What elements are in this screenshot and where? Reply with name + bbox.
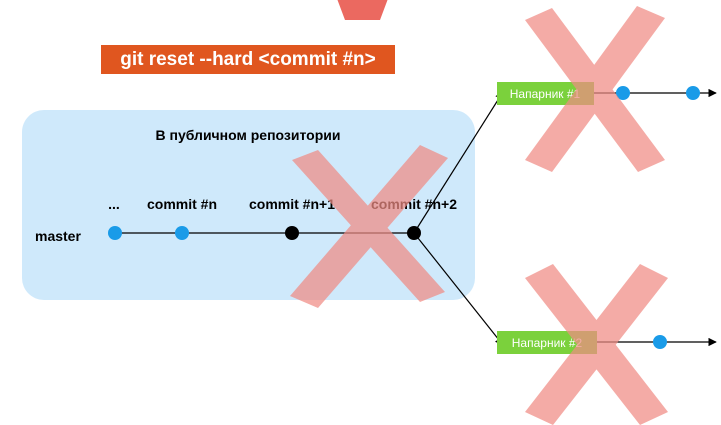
public-repo-label: В публичном репозитории <box>156 127 341 143</box>
commit-label: commit #n+1 <box>249 196 335 212</box>
command-banner: git reset --hard <commit #n> <box>101 45 395 74</box>
cross-icon-partner-1 <box>525 6 665 172</box>
commit-dot-removed <box>407 226 421 240</box>
partner-1-commit <box>616 86 630 100</box>
commit-label: commit #n <box>147 196 217 212</box>
commit-label: ... <box>108 196 120 212</box>
commit-dot-kept <box>108 226 122 240</box>
branch-label: master <box>35 228 81 244</box>
cross-icon-partner-2 <box>525 264 668 425</box>
commit-dot-removed <box>285 226 299 240</box>
commit-dot-kept <box>175 226 189 240</box>
partner-2-label: Напарник #2 <box>512 336 583 350</box>
branch-arrow-partner-2 <box>413 232 504 346</box>
partner-1-commit <box>686 86 700 100</box>
branch-arrow-partner-1 <box>413 91 504 234</box>
cross-icon-public-commits <box>290 145 448 308</box>
partner-2-commit <box>653 335 667 349</box>
partner-1-label: Напарник #1 <box>510 87 581 101</box>
top-cross-fragment <box>337 0 388 20</box>
